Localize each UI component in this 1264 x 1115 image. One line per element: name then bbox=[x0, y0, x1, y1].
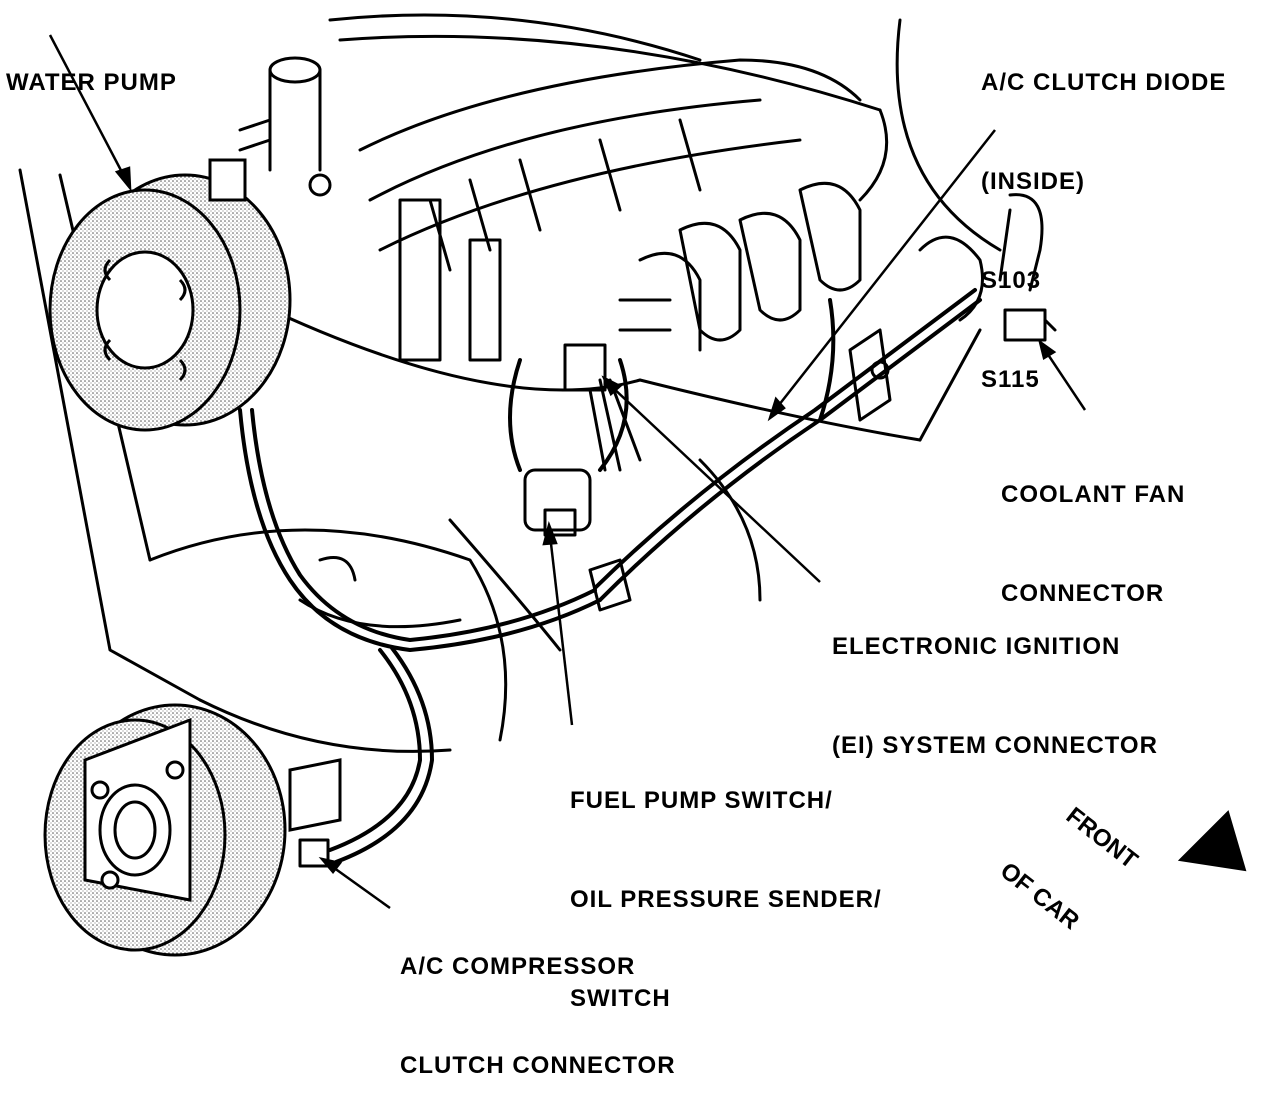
ac-compressor-line-2: CLUTCH CONNECTOR bbox=[400, 1052, 676, 1079]
diode-bracket bbox=[848, 328, 892, 422]
cylinder-head bbox=[358, 58, 862, 362]
fuel-pump-switch bbox=[523, 468, 592, 537]
electronic-ignition-line-2: (EI) SYSTEM CONNECTOR bbox=[832, 732, 1158, 759]
fuel-pump-line-1: FUEL PUMP SWITCH/ bbox=[570, 787, 833, 814]
coolant-fan-line-2: CONNECTOR bbox=[1001, 580, 1165, 607]
front-of-car-line-1: FRONT bbox=[1060, 802, 1143, 875]
ac-compressor-pulley bbox=[43, 703, 342, 957]
leader-lines bbox=[48, 34, 1087, 910]
ac-clutch-diode-line-2: (INSIDE) bbox=[981, 168, 1085, 195]
engine-diagram bbox=[18, 13, 1247, 957]
coolant-fan-line-1: COOLANT FAN bbox=[1001, 481, 1186, 508]
coolant-fan-connector-label: COOLANT FAN CONNECTOR bbox=[1001, 412, 1185, 643]
engine-block bbox=[18, 13, 1002, 753]
ac-clutch-diode-label: A/C CLUTCH DIODE (INSIDE) S103 S115 bbox=[981, 0, 1226, 429]
ac-compressor-line-1: A/C COMPRESSOR bbox=[400, 953, 636, 980]
water-pump-text: WATER PUMP bbox=[6, 69, 177, 96]
fuel-pump-line-2: OIL PRESSURE SENDER/ bbox=[570, 886, 882, 913]
water-pump-label: WATER PUMP bbox=[6, 0, 177, 132]
ei-connector bbox=[563, 343, 642, 472]
coolant-fan-connector-part bbox=[1003, 308, 1057, 342]
electronic-ignition-line-1: ELECTRONIC IGNITION bbox=[832, 633, 1121, 660]
thermostat-housing bbox=[238, 56, 332, 197]
ac-clutch-diode-line-3: S103 bbox=[981, 267, 1042, 294]
ac-clutch-diode-line-1: A/C CLUTCH DIODE bbox=[981, 69, 1227, 96]
spark-plug-boots bbox=[618, 181, 862, 352]
front-of-car-arrow bbox=[1177, 810, 1247, 872]
water-pump-pulley bbox=[48, 158, 292, 432]
wiring-harness bbox=[238, 288, 982, 864]
electronic-ignition-label: ELECTRONIC IGNITION (EI) SYSTEM CONNECTO… bbox=[832, 564, 1158, 795]
ac-clutch-diode-line-4: S115 bbox=[981, 366, 1040, 393]
ac-compressor-label: A/C COMPRESSOR CLUTCH CONNECTOR bbox=[400, 884, 676, 1115]
harness-clamp bbox=[318, 556, 632, 612]
ac-compressor-connector-part bbox=[298, 838, 330, 868]
